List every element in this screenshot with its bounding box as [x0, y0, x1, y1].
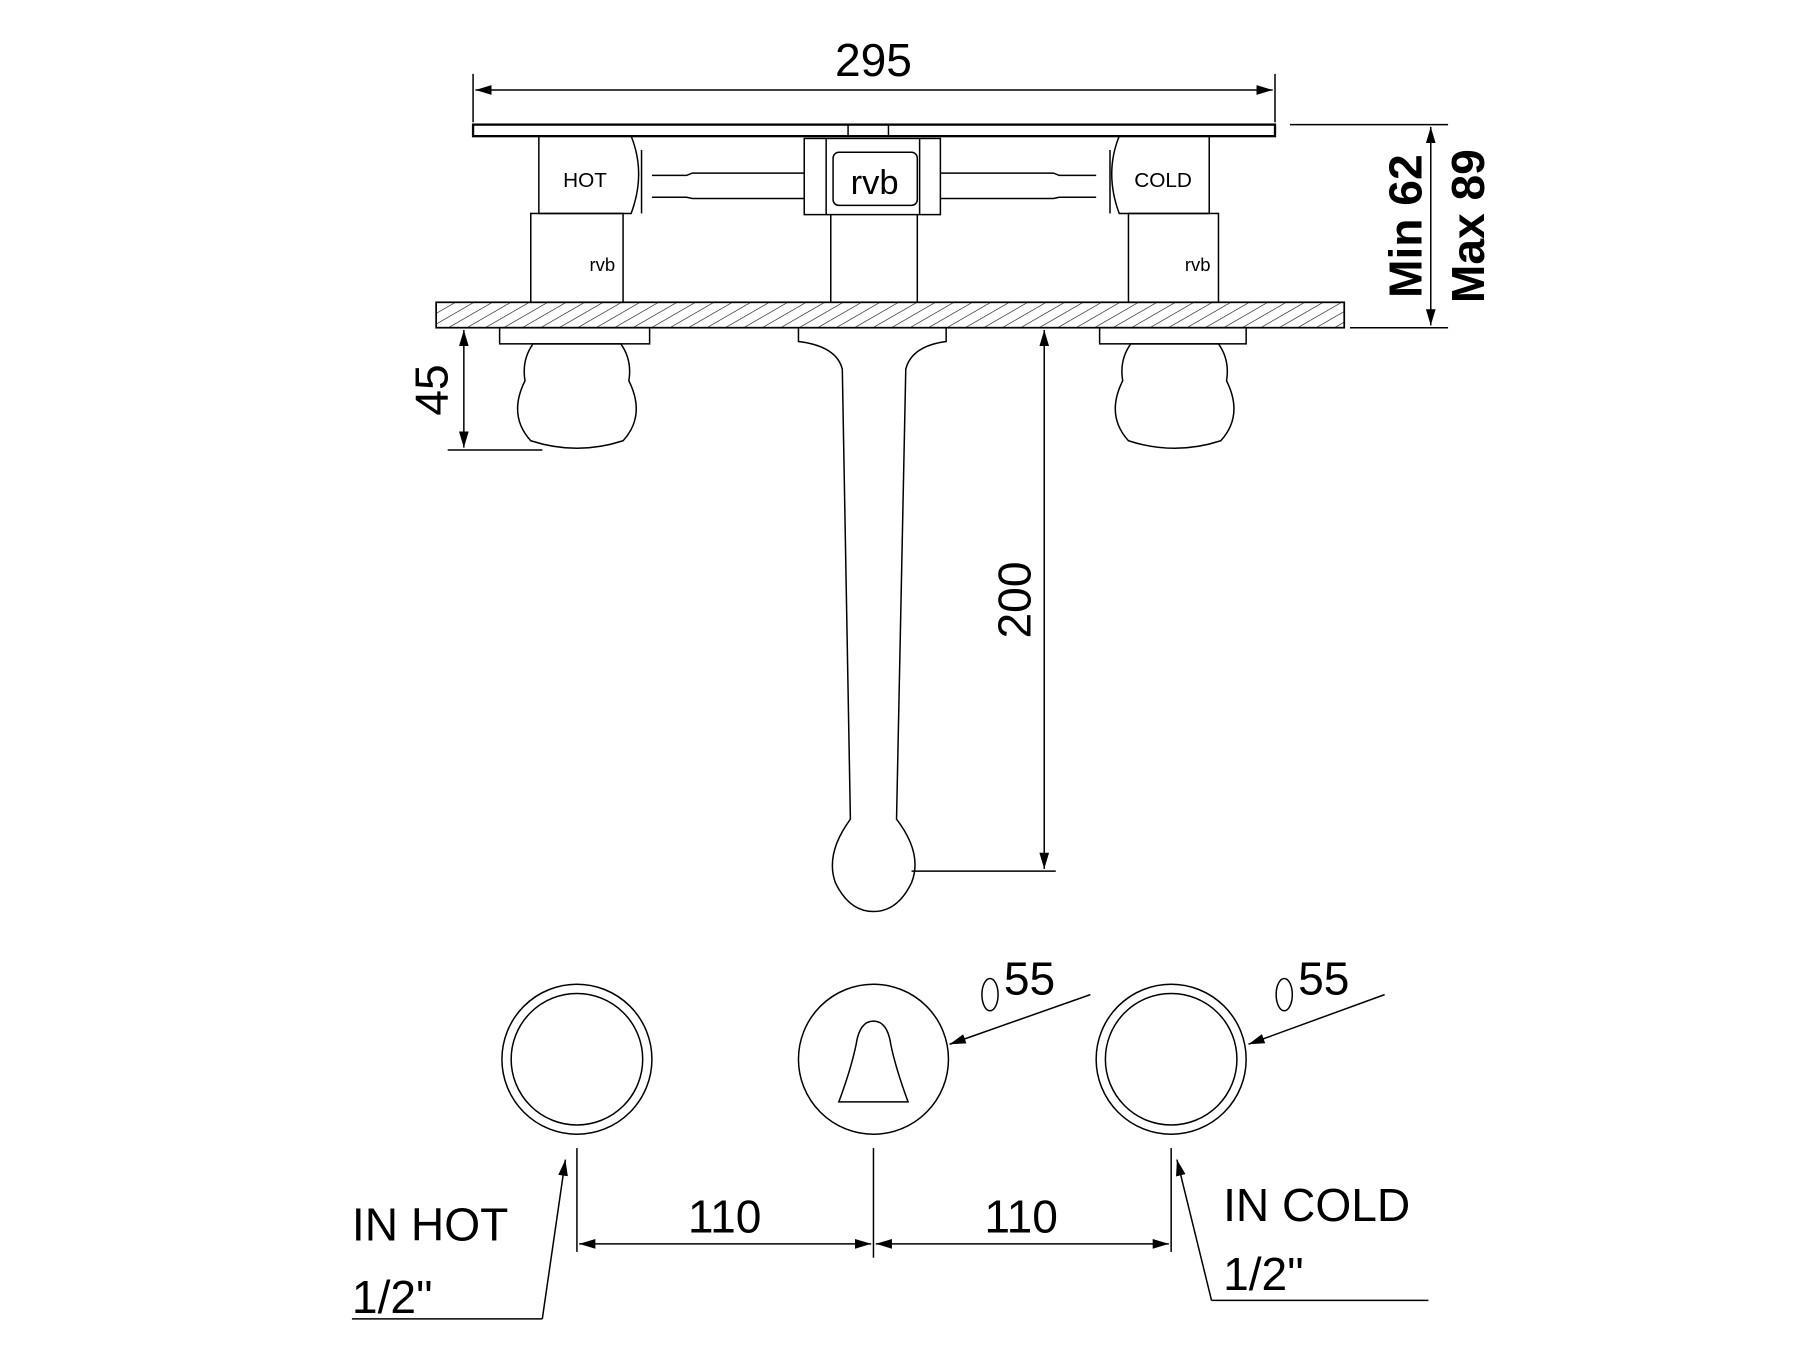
- spout: [797, 326, 947, 913]
- diameter-right-label: 55: [1298, 953, 1349, 1005]
- dimension-handle-height: 45: [406, 329, 543, 451]
- spout-drop-label: 200: [988, 562, 1040, 639]
- handle-height-label: 45: [406, 364, 458, 415]
- cold-cartridge-logo: rvb: [1185, 254, 1211, 275]
- inlet-cold-callout: IN COLD 1/2": [1176, 1159, 1429, 1302]
- cold-valve-body: COLD rvb: [1110, 135, 1220, 304]
- inlet-hot-callout: IN HOT 1/2": [352, 1159, 568, 1323]
- connecting-pipe: rvb: [640, 137, 1111, 303]
- spacing-left-label: 110: [688, 1190, 762, 1242]
- hot-valve-body: HOT rvb: [530, 135, 640, 304]
- cold-label: COLD: [1134, 169, 1192, 192]
- cold-handle: [1098, 326, 1247, 450]
- spacing-right-label: 110: [984, 1190, 1058, 1242]
- dimension-overall-width: 295: [472, 34, 1276, 123]
- center-logo: rvb: [851, 164, 899, 202]
- depth-max-label: Max 89: [1442, 149, 1494, 303]
- hot-rosette-front: [501, 983, 653, 1135]
- inlet-hot-size: 1/2": [352, 1271, 433, 1323]
- inlet-hot-label: IN HOT: [352, 1198, 508, 1250]
- dimension-wall-depth: Min 62 Max 89: [1289, 123, 1494, 329]
- cold-rosette-front: [1095, 983, 1247, 1135]
- hot-cartridge-logo: rvb: [589, 254, 615, 275]
- spout-rosette-front: [797, 983, 950, 1135]
- dimension-spout-drop: 200: [911, 329, 1056, 872]
- diameter-center: 55: [949, 953, 1091, 1045]
- depth-min-label: Min 62: [1380, 154, 1432, 298]
- top-plate: [471, 123, 1277, 138]
- hot-label: HOT: [563, 169, 607, 192]
- wall-section: [435, 301, 1346, 329]
- hot-handle: [498, 326, 651, 450]
- diameter-center-label: 55: [1004, 953, 1055, 1005]
- inlet-cold-label: IN COLD: [1223, 1179, 1410, 1231]
- inlet-cold-size: 1/2": [1223, 1248, 1304, 1300]
- dimension-spacing: 110 110: [576, 1148, 1172, 1258]
- overall-width-label: 295: [835, 34, 912, 86]
- diameter-right: 55: [1248, 953, 1385, 1045]
